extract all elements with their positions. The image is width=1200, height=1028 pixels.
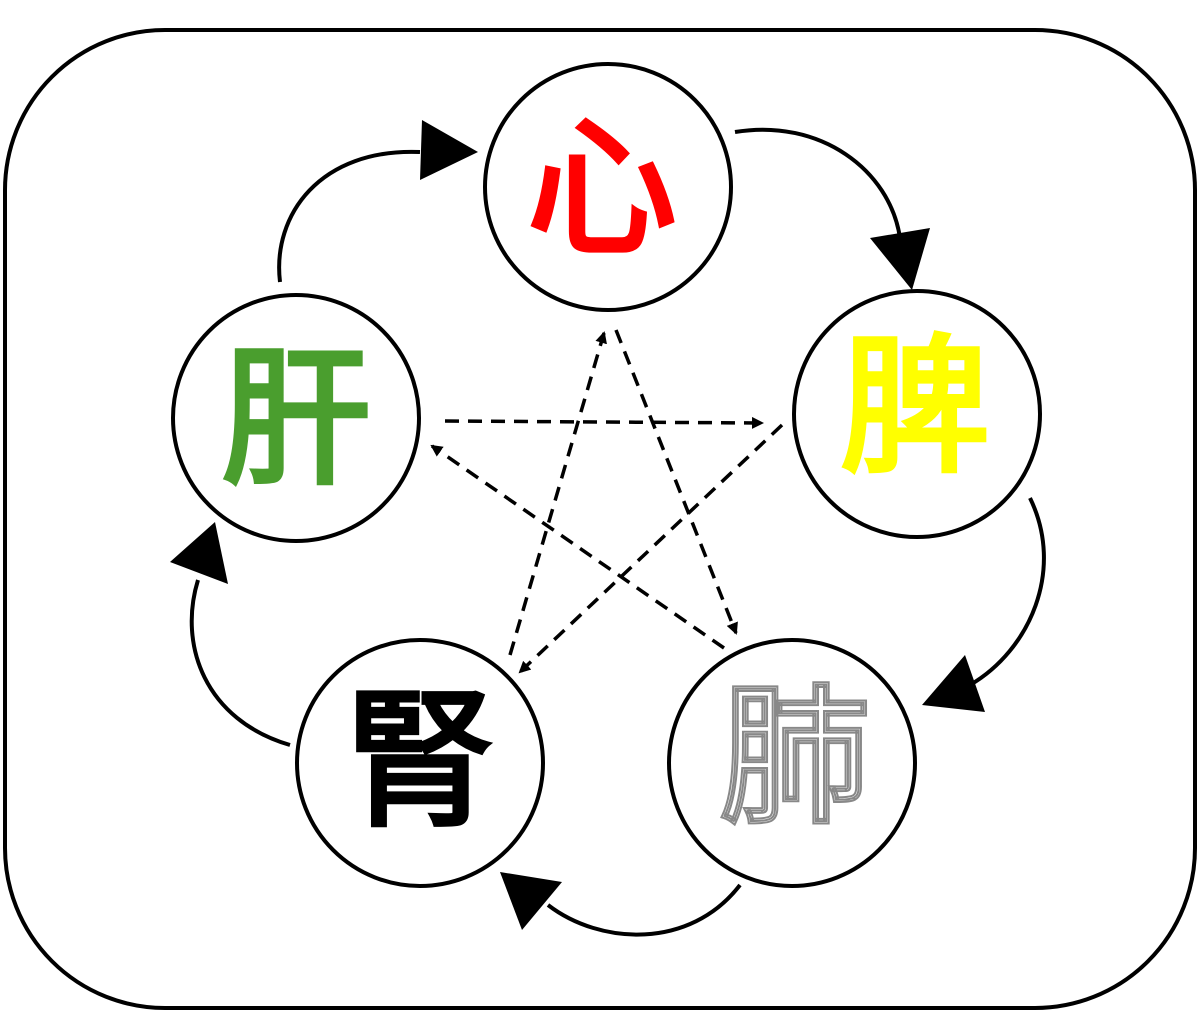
arc-heart-to-spleen: [734, 127, 902, 239]
arc-spleen-to-lung: [968, 497, 1046, 687]
controlling-cycle: [430, 329, 784, 674]
arrowhead-kidney-to-liver: [170, 522, 228, 584]
arrowhead-lung-to-kidney: [500, 872, 562, 930]
lung-circle: [667, 638, 917, 888]
control-spleen-to-kidney: [518, 423, 784, 674]
kidney-label: 腎: [345, 675, 495, 849]
node-spleen: 脾: [792, 289, 1042, 539]
kidney-circle: [295, 638, 545, 888]
spleen-circle: [792, 289, 1042, 539]
liver-label: 肝: [221, 333, 371, 507]
arc-liver-to-heart: [277, 149, 421, 283]
spleen-label: 脾: [840, 321, 990, 495]
arc-kidney-to-liver: [189, 579, 291, 747]
control-lung-to-liver: [430, 444, 725, 650]
control-heart-to-lung: [614, 329, 738, 635]
lung-label: 肺: [720, 671, 870, 845]
arrowhead-spleen-to-lung: [922, 655, 985, 712]
heart-circle: [483, 62, 733, 312]
node-heart: 心: [483, 62, 733, 312]
outer-frame: [3, 28, 1197, 1010]
node-lung: 肺: [667, 638, 917, 888]
control-kidney-to-heart: [508, 331, 607, 656]
arrowhead-liver-to-heart: [420, 120, 478, 180]
heart-label: 心: [527, 103, 677, 277]
control-liver-to-spleen: [444, 416, 764, 429]
node-liver: 肝: [171, 293, 421, 543]
arrowhead-heart-to-spleen: [870, 228, 930, 290]
liver-circle: [171, 293, 421, 543]
node-kidney: 腎: [295, 638, 545, 888]
generating-cycle: [170, 120, 1046, 937]
arc-lung-to-kidney: [546, 883, 742, 937]
